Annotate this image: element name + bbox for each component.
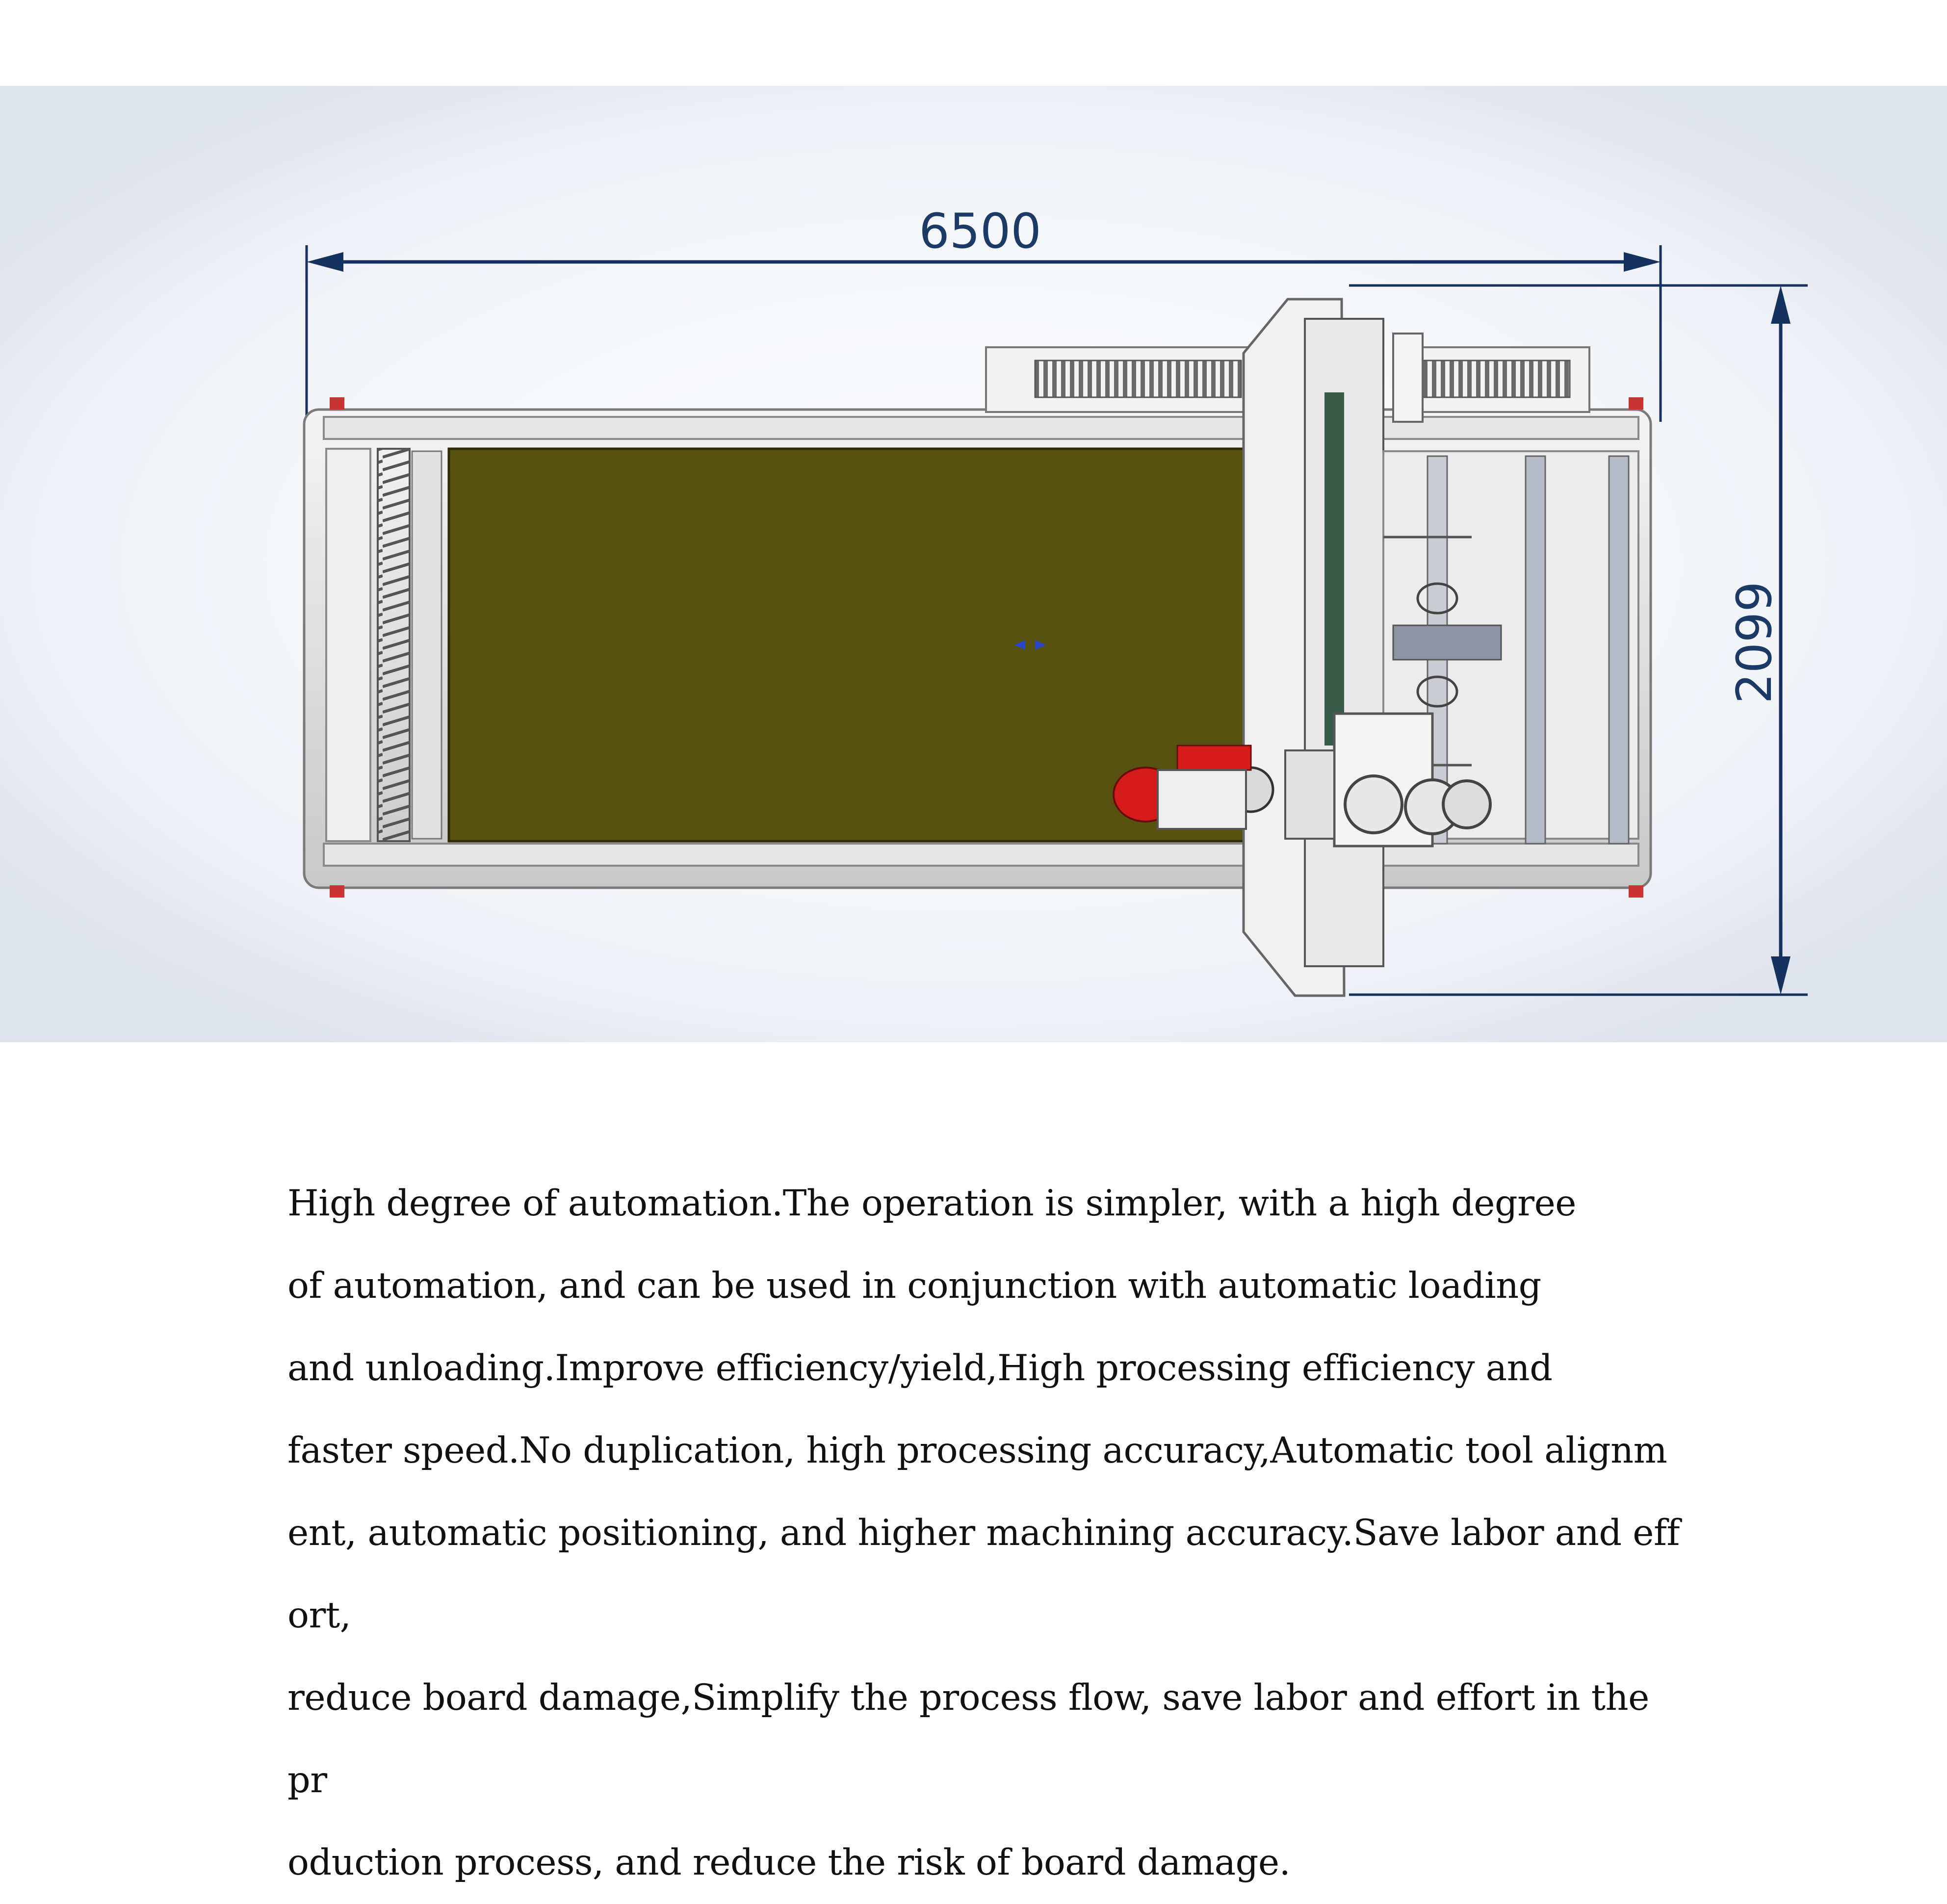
feed-roller (377, 448, 411, 842)
cnc-machine-top-view: 6500 2099 (0, 86, 1947, 1042)
electrical-cabinet (985, 346, 1590, 413)
tool-head[interactable] (1113, 712, 1492, 848)
width-dimension: 6500 (305, 204, 1662, 422)
origin-marker (1014, 640, 1046, 650)
machine-drawing: 6500 2099 (0, 86, 1947, 1042)
feature-description: High degree of automation.The operation … (287, 1183, 1680, 1883)
height-dimension: 2099 (1349, 284, 1808, 996)
height-dimension-label: 2099 (1727, 581, 1783, 703)
loading-rack (1382, 450, 1639, 845)
width-dimension-label: 6500 (919, 204, 1041, 259)
